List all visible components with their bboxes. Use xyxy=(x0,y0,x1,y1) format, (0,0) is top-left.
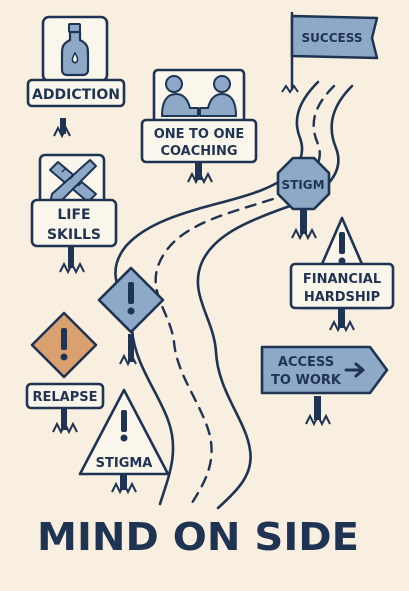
stigm-octagon-sign: STIGM xyxy=(276,156,331,241)
access-label-line1: ACCESS xyxy=(278,355,334,370)
exclamation-icon xyxy=(61,328,67,350)
road-left-edge xyxy=(114,80,320,506)
exclamation-icon xyxy=(121,410,127,432)
poster-title: MIND ON SIDE xyxy=(37,515,359,559)
people-talking-icon xyxy=(161,75,237,117)
stigma-sign: STIGMA xyxy=(78,388,170,495)
addiction-label: ADDICTION xyxy=(32,87,120,103)
stigm-label: STIGM xyxy=(281,178,324,192)
access-label-line2: TO WORK xyxy=(271,373,342,388)
relapse-sign: RELAPSE xyxy=(25,311,105,435)
exclamation-icon xyxy=(339,232,345,254)
coaching-sign: ONE TO ONE COACHING xyxy=(140,68,258,185)
exclamation-icon xyxy=(128,282,134,304)
road-right-edge xyxy=(196,84,354,510)
life-skills-label-line2: SKILLS xyxy=(47,227,101,243)
life-skills-label-line1: LIFE xyxy=(57,207,90,223)
addiction-sign: ADDICTION xyxy=(26,15,126,139)
financial-label-line2: HARDSHIP xyxy=(304,290,380,305)
winding-road xyxy=(114,80,354,510)
financial-hardship-sign: FINANCIAL HARDSHIP xyxy=(289,216,395,333)
road-center-line xyxy=(154,84,336,508)
financial-label-line1: FINANCIAL xyxy=(303,272,381,287)
stigma-label: STIGMA xyxy=(96,456,153,471)
success-label: SUCCESS xyxy=(302,31,363,45)
life-skills-sign: LIFE SKILLS xyxy=(30,153,118,275)
coaching-label-line2: COACHING xyxy=(160,144,237,159)
bottle-icon xyxy=(60,23,90,77)
warning-diamond-sign xyxy=(97,266,165,367)
success-flag-sign: SUCCESS xyxy=(281,12,379,94)
access-to-work-sign: ACCESS TO WORK xyxy=(260,345,389,427)
relapse-label: RELAPSE xyxy=(32,390,97,405)
coaching-label-line1: ONE TO ONE xyxy=(154,127,245,142)
arrow-right-icon xyxy=(344,362,365,378)
